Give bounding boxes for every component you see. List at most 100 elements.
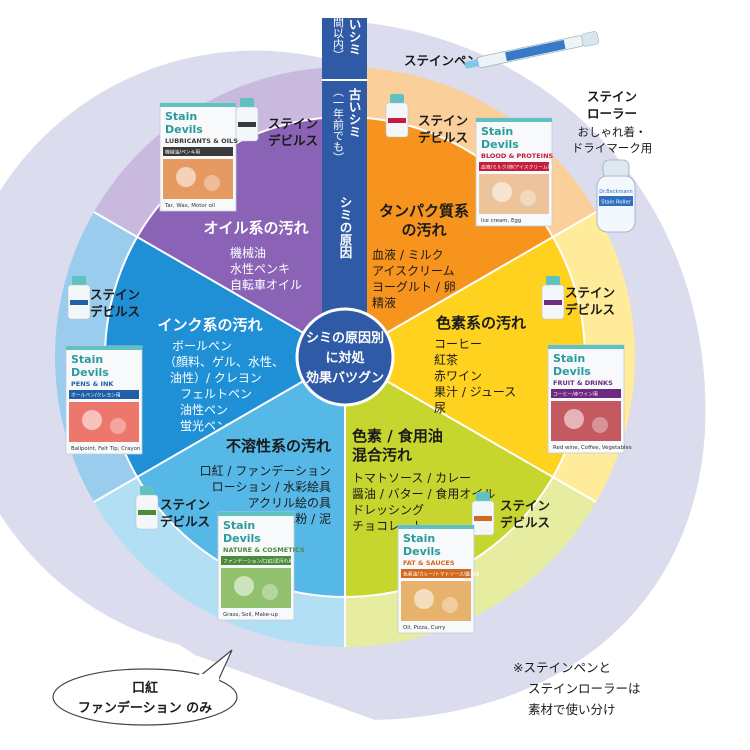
product-jp: 機械油/ペンキ用 <box>165 149 200 156</box>
product-caption: Red wine, Coffee, Vegetables <box>553 445 632 451</box>
product-brand: Stain <box>553 352 585 365</box>
product-jp: ファンデーション/口紅/泥汚れ用 <box>223 558 293 565</box>
product-photo <box>221 568 291 608</box>
segment-item: 花粉 / 泥 <box>283 511 331 526</box>
center-line-2: に対処 <box>325 350 365 366</box>
product-photo <box>163 159 233 199</box>
old-stain-sublabel: （一年前でも） <box>332 86 345 163</box>
product-caption: Ice cream, Egg <box>481 218 521 224</box>
segment-item: 蛍光ペン <box>180 419 228 433</box>
product-label: ステイン <box>418 113 468 128</box>
segment-item: フェルトペン <box>180 387 252 401</box>
product-type: FRUIT & DRINKS <box>553 379 613 387</box>
segment-item: アクリル絵の具 <box>248 495 331 510</box>
product-brand: Stain <box>223 519 255 532</box>
product-type: LUBRICANTS & OILS <box>165 137 238 145</box>
product-label: デビルス <box>90 304 140 319</box>
product-photo <box>551 401 621 441</box>
segment-item: 油性ペン <box>180 403 228 417</box>
note-line-3: 素材で使い分け <box>528 702 616 717</box>
callout-line-2: ファンデーション のみ <box>78 700 212 716</box>
segment-mixed: 色素 / 食用油 混合汚れ トマトソース / カレー 醤油 / バター / 食用… <box>352 427 495 533</box>
stain-roller-desc: おしゃれ着・ <box>578 125 647 139</box>
segment-item: 油性）/ クレヨン <box>170 371 262 385</box>
stain-roller-label: ローラー <box>587 106 637 121</box>
footnote: ※ステインペンと ステインローラーは 素材で使い分け <box>513 660 641 717</box>
product-brand: Devils <box>165 123 203 136</box>
product-brand: Stain <box>481 125 513 138</box>
new-stain-label: 新しいシミ <box>347 0 362 55</box>
segment-item: ヨーグルト / 卵 <box>372 280 456 294</box>
small-bottle-icon <box>235 98 259 142</box>
segment-item: 紅茶 <box>434 352 458 367</box>
segment-item: 醤油 / バター / 食用オイル <box>352 486 495 501</box>
segment-item: 尿 <box>434 401 446 415</box>
product-caption: Tar, Wax, Motor oil <box>164 203 215 209</box>
product-jp: 色素油/カレー/トマトソース/醤油用 <box>403 571 480 578</box>
small-bottle-icon <box>385 94 409 138</box>
stain-pen-label: ステインペン <box>404 53 479 68</box>
small-bottle-icon <box>135 486 159 530</box>
product-jp: 血液/ミルク/卵/アイスクリーム用 <box>481 164 553 171</box>
segment-item: 血液 / ミルク <box>372 247 444 262</box>
stain-pen: ステインペン <box>404 31 600 69</box>
segment-title: タンパク質系 <box>379 202 469 220</box>
note-line-1: ※ステインペンと <box>513 660 611 675</box>
segment-item: アイスクリーム <box>372 264 455 278</box>
center-line-3: 効果バツグン <box>306 370 384 386</box>
roller-name: Stain Roller <box>601 200 632 206</box>
product-brand: Devils <box>71 366 109 379</box>
note-line-2: ステインローラーは <box>528 681 641 696</box>
product-brand: Devils <box>403 545 441 558</box>
product-label: デビルス <box>160 514 210 529</box>
segment-item: 果汁 / ジュース <box>434 385 516 399</box>
product-photo <box>479 174 549 214</box>
product-caption: Grass, Soil, Make-up <box>223 612 278 618</box>
roller-brand: Dr.Beckmann <box>599 189 632 195</box>
product-type: PENS & INK <box>71 380 114 388</box>
segment-item: コーヒー <box>434 337 482 351</box>
product-photo <box>401 581 471 621</box>
inner-wedge-ink <box>104 237 345 477</box>
segment-oil: オイル系の汚れ 機械油 水性ペンキ 自転車オイル <box>203 219 308 292</box>
center-circle: シミの原因別 に対処 効果バツグン <box>295 307 395 407</box>
product-type: NATURE & COSMETICS <box>223 546 305 554</box>
segment-item: 機械油 <box>230 245 266 260</box>
product-label: デビルス <box>565 302 615 317</box>
segment-title: 色素 / 食用油 <box>352 427 443 445</box>
product-caption: Oil, Pizza, Curry <box>403 625 446 631</box>
segment-title: 色素系の汚れ <box>436 314 526 332</box>
product-brand: Devils <box>223 532 261 545</box>
product-label: デビルス <box>268 133 318 148</box>
small-bottle-icon <box>67 276 91 320</box>
segment-item: 赤ワイン <box>434 369 482 383</box>
segment-item: 口紅 / ファンデーション <box>200 463 331 478</box>
product-label: ステイン <box>160 497 210 512</box>
segment-ink: インク系の汚れ ボールペン （顔料、ゲル、水性、 油性）/ クレヨン フェルトペ… <box>157 316 284 433</box>
segment-insoluble: 不溶性系の汚れ 口紅 / ファンデーション ローション / 水彩絵具 アクリル絵… <box>200 437 331 526</box>
segment-item: 自転車オイル <box>230 278 302 292</box>
segment-item: 水性ペンキ <box>230 262 290 276</box>
old-stain-label: 古いシミ <box>347 87 362 138</box>
product-type: BLOOD & PROTEINS <box>481 152 554 160</box>
segment-item: （顔料、ゲル、水性、 <box>164 354 284 369</box>
product-brand: Devils <box>481 138 519 151</box>
product-label: ステイン <box>90 287 140 302</box>
segment-item: 精液 <box>372 295 396 310</box>
stain-roller-label: ステイン <box>587 89 637 104</box>
pen-icon <box>464 31 600 69</box>
product-label: ステイン <box>565 285 615 300</box>
product-jp: コーヒー/赤ワイン用 <box>553 392 598 398</box>
stain-roller: ステイン ローラー おしゃれ着・ ドライマーク用 Dr.Beckmann Sta… <box>572 89 652 233</box>
segment-protein: タンパク質系 の汚れ 血液 / ミルク アイスクリーム ヨーグルト / 卵 精液 <box>372 202 469 310</box>
